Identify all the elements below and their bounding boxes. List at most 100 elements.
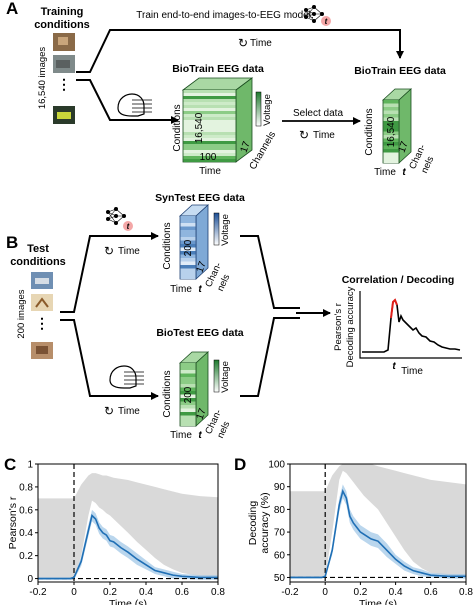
x-tick-label: 0.8 bbox=[459, 587, 473, 598]
x-tick-label: 0.2 bbox=[353, 587, 367, 598]
panel-b-letter: B bbox=[6, 233, 18, 252]
eeg-stripe bbox=[180, 363, 196, 367]
x-tick-label: 0.4 bbox=[389, 587, 403, 598]
eeg-stripe bbox=[183, 96, 236, 99]
training-image-count: 16,540 images bbox=[37, 47, 48, 110]
right-time-label: Time bbox=[374, 167, 396, 178]
panel-c-letter: C bbox=[4, 455, 16, 474]
eeg-stripe bbox=[383, 124, 399, 128]
syntest-slab bbox=[178, 204, 210, 280]
eeg-stripe bbox=[180, 377, 196, 381]
eeg-stripe bbox=[183, 138, 236, 141]
brain-eeg-icon-b bbox=[109, 365, 144, 389]
refresh-icon-b1: ↻ bbox=[104, 244, 114, 258]
eeg-stripe bbox=[180, 230, 196, 234]
y-tick-label: 0.4 bbox=[19, 528, 33, 539]
corr-title: Correlation / Decoding bbox=[342, 274, 455, 286]
x-axis-label: Time (s) bbox=[109, 598, 147, 605]
voltage-colorbar bbox=[255, 91, 262, 127]
test-label-2: conditions bbox=[10, 256, 66, 268]
eeg-stripe bbox=[383, 145, 399, 149]
network-icon: t bbox=[304, 5, 331, 26]
corr-t-mark: t bbox=[392, 361, 396, 372]
select-refresh-icon: ↻ bbox=[299, 128, 309, 142]
eeg-stripe bbox=[183, 105, 236, 108]
x-tick-label: 0 bbox=[322, 587, 328, 598]
test-label: Test bbox=[27, 243, 49, 255]
eeg-stripe bbox=[383, 103, 399, 107]
eeg-stripe bbox=[180, 251, 196, 255]
select-time-label: Time bbox=[313, 130, 335, 141]
bio-conditions-count: 200 bbox=[183, 386, 194, 403]
eeg-stripe bbox=[180, 384, 196, 388]
eeg-stripe bbox=[183, 90, 236, 93]
y-tick-label: 0.6 bbox=[19, 505, 33, 516]
y-tick-label: 0 bbox=[27, 574, 33, 585]
voltage-label-bio: Voltage bbox=[220, 361, 231, 393]
eeg-stripe bbox=[180, 419, 196, 423]
eeg-stripe bbox=[180, 398, 196, 402]
x-tick-label: -0.2 bbox=[281, 587, 299, 598]
eeg-stripe bbox=[183, 108, 236, 111]
eeg-stripe bbox=[183, 111, 236, 114]
x-tick-label: 0.4 bbox=[139, 587, 153, 598]
eeg-stripe bbox=[383, 131, 399, 135]
corr-xlabel: Time bbox=[401, 366, 423, 377]
y-tick-label: 100 bbox=[268, 460, 285, 471]
eeg-stripe bbox=[180, 272, 196, 276]
eeg-stripe bbox=[180, 275, 196, 279]
right-t-label: t bbox=[402, 167, 406, 178]
eeg-stripe bbox=[183, 150, 236, 153]
eeg-stripe bbox=[180, 408, 196, 412]
eeg-stripe bbox=[383, 138, 399, 142]
bio-t-label: t bbox=[198, 430, 202, 441]
eeg-stripe bbox=[180, 223, 196, 227]
eeg-stripe bbox=[180, 401, 196, 405]
bio-conditions-label: Conditions bbox=[162, 370, 173, 417]
eeg-stripe bbox=[183, 159, 236, 162]
eeg-stripe bbox=[180, 415, 196, 419]
y-tick-label: 0.2 bbox=[19, 551, 33, 562]
voltage-label: Voltage bbox=[262, 94, 273, 126]
eeg-stripe bbox=[180, 240, 196, 244]
channels-count: 17 bbox=[239, 140, 253, 155]
eeg-stripe bbox=[183, 102, 236, 105]
conditions-count: 16,540 bbox=[194, 112, 205, 143]
voltage-label-syn: Voltage bbox=[220, 214, 231, 246]
plot-frame bbox=[37, 463, 219, 583]
eeg-stripe bbox=[180, 258, 196, 262]
syntest-title: SynTest EEG data bbox=[155, 192, 245, 204]
select-data-label: Select data bbox=[293, 108, 343, 119]
syn-time-label: Time bbox=[170, 284, 192, 295]
training-label: Training bbox=[41, 6, 84, 18]
syn-conditions-count: 200 bbox=[183, 239, 194, 256]
model-t: t bbox=[325, 17, 328, 26]
y-tick-label: 50 bbox=[274, 573, 286, 584]
syn-conditions-label: Conditions bbox=[162, 222, 173, 269]
eeg-stripe bbox=[183, 117, 236, 120]
noise-ceiling-band bbox=[290, 464, 466, 578]
eeg-stripe bbox=[180, 233, 196, 237]
eeg-stripe bbox=[180, 366, 196, 370]
test-image-ellipsis: ⋮ bbox=[35, 315, 49, 331]
y-axis-label-line2: accuracy (%) bbox=[259, 492, 271, 553]
x-tick-label: 0.6 bbox=[424, 587, 438, 598]
eeg-stripe bbox=[180, 265, 196, 269]
panel-a-letter: A bbox=[6, 0, 18, 18]
biotrain-slab bbox=[381, 88, 413, 164]
eeg-stripe bbox=[180, 391, 196, 395]
eeg-stripe bbox=[183, 132, 236, 135]
eeg-stripe bbox=[183, 123, 236, 126]
test-image-2 bbox=[31, 294, 53, 311]
bio-time-label: Time bbox=[170, 430, 192, 441]
eeg-stripe bbox=[183, 129, 236, 132]
time-axis-label: Time bbox=[199, 166, 221, 177]
network-icon-b: t bbox=[106, 207, 133, 231]
training-label-2: conditions bbox=[34, 19, 90, 31]
eeg-stripe bbox=[383, 100, 399, 104]
eeg-stripe bbox=[180, 268, 196, 272]
corr-ylabel-1: Pearson's r bbox=[333, 303, 344, 351]
eeg-stripe bbox=[383, 121, 399, 125]
eeg-stripe bbox=[180, 394, 196, 398]
